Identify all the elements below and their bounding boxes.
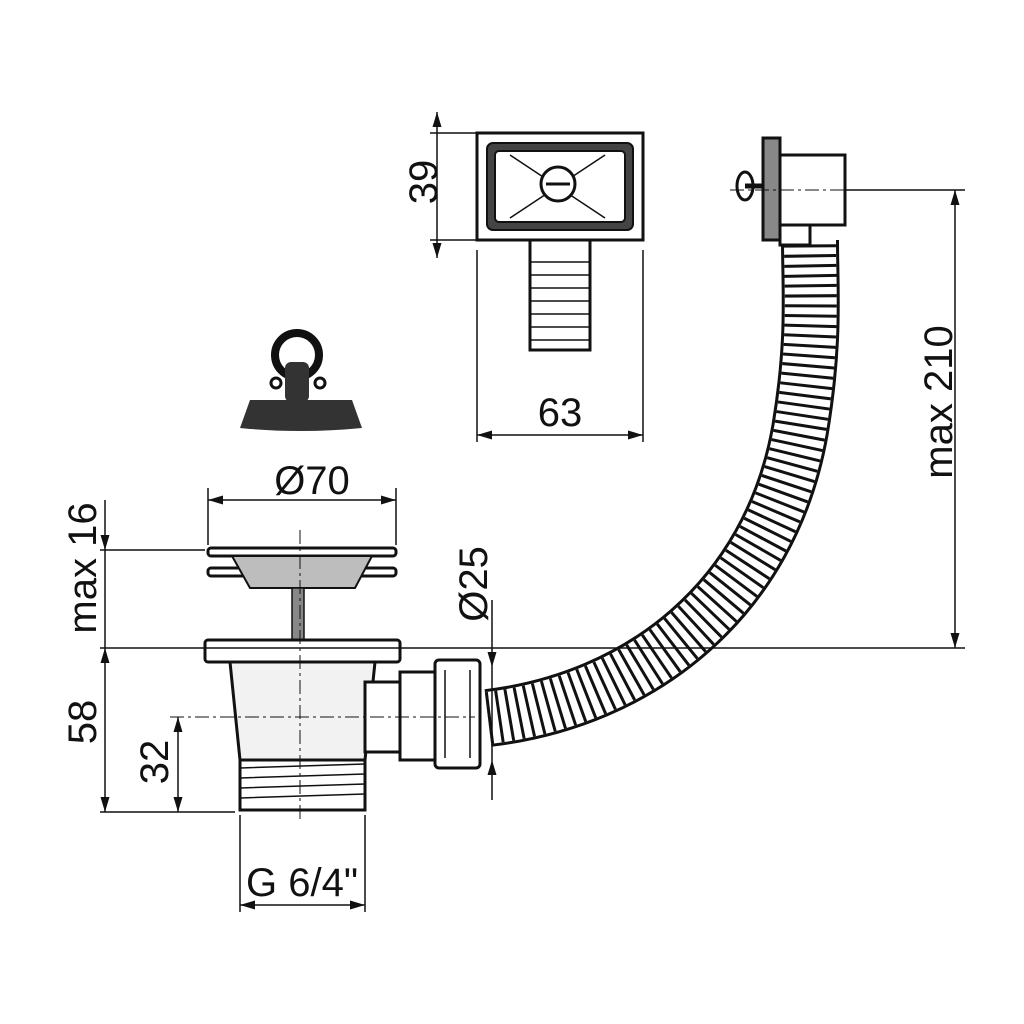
- dim-plug-height: max 16: [61, 502, 105, 633]
- sink-waste-body: [170, 530, 482, 820]
- stopper-plug: [240, 329, 362, 431]
- dim-hose-length: max 210: [917, 325, 961, 478]
- flexible-hose: [484, 239, 840, 747]
- dimension-lines: [100, 112, 965, 912]
- dim-body-height: 58: [61, 700, 105, 745]
- dim-overflow-width: 63: [538, 391, 583, 435]
- dim-hose-diameter: Ø25: [452, 546, 496, 622]
- dim-strainer-diameter: Ø70: [274, 459, 350, 503]
- hose-connector: [730, 136, 847, 247]
- dim-overflow-height: 39: [402, 160, 446, 205]
- dim-thread: G 6/4": [246, 861, 358, 905]
- overflow-unit: [475, 131, 645, 352]
- dim-outlet-height: 32: [133, 740, 177, 785]
